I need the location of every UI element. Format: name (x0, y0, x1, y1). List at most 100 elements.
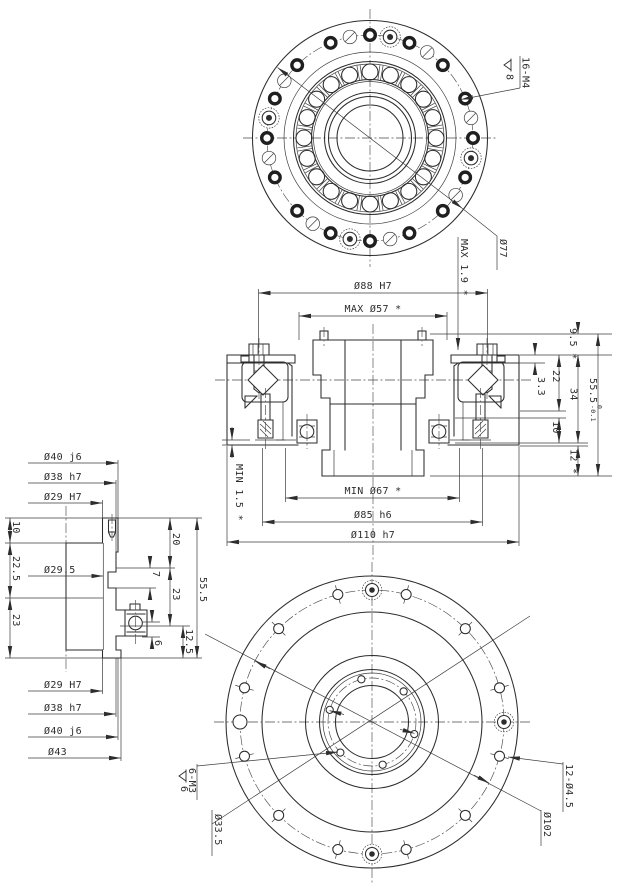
hub-outer-circle (304, 654, 440, 790)
bearing-ball (341, 66, 359, 84)
thread-hole (466, 130, 481, 145)
housing-right-assembly (428, 337, 520, 451)
flange-outer-circle (251, 19, 489, 257)
thread-hole (267, 91, 282, 106)
bottom-flange-outer (225, 575, 519, 869)
mounting-hole (273, 809, 285, 821)
bottom-spigot-circle (261, 611, 483, 833)
inner-thread-hole (336, 748, 345, 757)
mounting-hole (459, 623, 471, 635)
dim-spigot-dia: Ø85 h6 (354, 509, 392, 521)
side-view: Ø40 j6 Ø38 h7 Ø29 H7 Ø29.5 10 22.5 23 20… (5, 451, 208, 761)
dim-min-dia: MIN Ø67 * (345, 485, 402, 497)
mounting-hole (332, 843, 344, 856)
dim-22: 22 (550, 370, 561, 383)
crossroller-icon (247, 364, 279, 396)
callout-16-m4: 16-M4 8 (460, 56, 531, 100)
side-set-screw (107, 514, 117, 541)
screw-head-knurl (258, 107, 280, 129)
screw-socket (387, 33, 394, 40)
mounting-hole (332, 588, 344, 601)
side-d10: 10 (10, 521, 21, 534)
inner-bolt-circle (327, 677, 417, 767)
label-bolt-circle: Ø102 (540, 810, 553, 846)
thread-hole (363, 28, 378, 43)
bolt-circle-label: Ø102 (541, 812, 553, 837)
label-pcd: Ø33.5 (211, 810, 224, 856)
pin-slash (345, 32, 355, 42)
bearing-ball (298, 149, 316, 167)
screw-socket (501, 719, 507, 725)
side-dia-bot-1: Ø29 H7 (44, 679, 82, 691)
pin-slash (422, 47, 433, 58)
lower-bolt (255, 388, 285, 450)
inner-thread-hole (410, 730, 419, 739)
pin-slash (264, 153, 274, 163)
dim-12: 12 * (568, 449, 579, 474)
mounting-hole (238, 682, 251, 694)
thread-hole (402, 226, 417, 241)
thread-depth-label: 8 (504, 74, 515, 80)
side-d20: 20 (170, 533, 181, 546)
clamp-plate (226, 354, 296, 364)
dia77-label: Ø77 (497, 239, 509, 258)
dowel-hole (232, 714, 248, 730)
bearing-ball (295, 129, 313, 147)
bearing-ball (341, 192, 359, 210)
side-d23-left: 23 (10, 614, 21, 627)
screw-head-knurl (493, 711, 515, 733)
dim-bore-dia: Ø88 H7 (354, 280, 392, 292)
thread-hole (435, 58, 450, 73)
inner-thread-hole (399, 687, 408, 696)
diagonal-dim-line-1 (211, 615, 531, 825)
bottom-dim-arrows (254, 660, 490, 784)
bottom-thread-depth: 6 (178, 786, 189, 792)
bearing-ball (381, 192, 399, 210)
ball-bearing (296, 414, 318, 449)
hub-step-inner (322, 672, 422, 772)
dim-min-gap: MIN 1.5 * (233, 464, 244, 521)
seal-block (240, 355, 250, 363)
inner-thread-hole (378, 760, 387, 769)
dim-max-bore: MAX Ø57 * (345, 303, 402, 315)
pin-slash (385, 234, 395, 244)
thread-hole (458, 170, 473, 185)
mounting-hole (493, 750, 506, 762)
thread-hole (323, 226, 338, 241)
bottom-bore-circle (334, 684, 410, 760)
side-overall: 55.5 (197, 577, 208, 602)
side-dia-top-3: Ø29 H7 (44, 491, 82, 503)
extension-lines (222, 289, 612, 546)
mounting-hole (400, 588, 412, 601)
dim-outer-dia: Ø110 h7 (351, 529, 395, 541)
side-dia-bot-2: Ø38 h7 (44, 702, 82, 714)
screw-socket (346, 236, 353, 243)
bearing-ball (424, 149, 442, 167)
bottom-view: 6-M3 6 Ø33.5 12-Ø4.5 Ø102 (178, 562, 575, 884)
side-dia-top-2: Ø38 h7 (44, 471, 82, 483)
pcd-label: Ø33.5 (212, 814, 224, 846)
thread-hole (290, 58, 305, 73)
housing-left-assembly (226, 338, 318, 450)
dim-tol-lower: -0.1 (589, 405, 597, 422)
screw-socket (468, 155, 475, 162)
thread-callout-label: 16-M4 (520, 57, 531, 89)
thread-hole (290, 203, 305, 218)
side-dia-bot-3: Ø40 j6 (44, 725, 82, 737)
bearing-ball (381, 66, 399, 84)
side-dimensions (7, 460, 200, 761)
thread-hole (323, 35, 338, 50)
side-ball-bearing (124, 600, 146, 646)
pin-slash (307, 218, 318, 229)
seal-triangle (244, 395, 258, 409)
screw-socket (265, 114, 272, 121)
inner-thread-hole (325, 705, 334, 714)
dim-max-height: MAX 1.9 * (458, 239, 469, 296)
flexspline-wall (287, 362, 293, 437)
crossroller-cavity (241, 361, 289, 403)
dim-dia77: Ø77 (277, 67, 509, 270)
bearing-ball (427, 129, 445, 147)
bearing-ball (298, 109, 316, 127)
